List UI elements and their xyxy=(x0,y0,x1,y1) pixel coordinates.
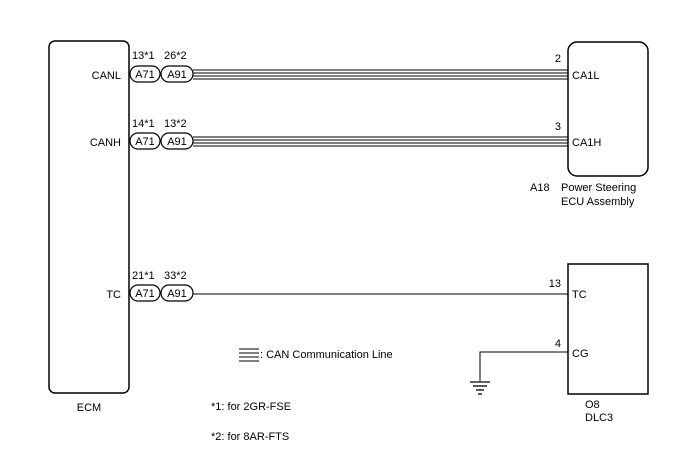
canh-a71-pin: 14*1 xyxy=(132,118,155,130)
note-1: *1: for 2GR-FSE xyxy=(211,401,291,413)
dlc3-pin-13-name: TC xyxy=(572,289,587,301)
tc-a71-connector xyxy=(129,284,161,302)
dlc3-pin-13-number: 13 xyxy=(549,278,561,290)
canl-a71-connector xyxy=(129,65,161,83)
canh-a71-connector xyxy=(129,132,161,150)
ground-icon xyxy=(470,381,490,395)
dlc3-box xyxy=(567,263,649,395)
canl-a91-connector xyxy=(160,65,194,83)
ps-connector-id: A18 xyxy=(530,182,550,194)
ps-pin-3-number: 3 xyxy=(555,121,561,133)
ps-pin-2-name: CA1L xyxy=(572,70,600,82)
ecm-pin-canl: CANL xyxy=(92,70,121,82)
dlc3-pin-4-number: 4 xyxy=(555,338,561,350)
tc-a91-label: A91 xyxy=(167,288,187,300)
ps-pin-3-name: CA1H xyxy=(572,137,601,149)
tc-a71-label: A71 xyxy=(135,288,155,300)
can-line-legend-icon xyxy=(239,348,259,362)
canl-a71-pin: 13*1 xyxy=(132,50,155,62)
canl-can-line xyxy=(193,69,568,80)
ecm-label: ECM xyxy=(77,402,101,414)
ps-name-line1: Power Steering xyxy=(561,182,636,194)
ecm-box xyxy=(48,40,130,394)
canh-can-line xyxy=(193,136,568,147)
ps-name-line2: ECU Assembly xyxy=(561,196,635,208)
tc-a91-connector xyxy=(160,284,194,302)
canh-a71-label: A71 xyxy=(135,136,155,148)
canl-a71-label: A71 xyxy=(135,69,155,81)
dlc3-connector-id: O8 xyxy=(585,399,600,411)
canl-a91-label: A91 xyxy=(167,69,187,81)
ecm-pin-tc: TC xyxy=(106,289,121,301)
can-line-legend-label: : CAN Communication Line xyxy=(260,349,393,361)
canh-a91-pin: 13*2 xyxy=(164,118,187,130)
dlc3-name: DLC3 xyxy=(585,412,613,424)
ps-pin-2-number: 2 xyxy=(555,53,561,65)
ecm-pin-canh: CANH xyxy=(90,137,121,149)
dlc3-pin-4-name: CG xyxy=(572,348,589,360)
tc-a71-pin: 21*1 xyxy=(132,270,155,282)
canh-a91-label: A91 xyxy=(167,136,187,148)
power-steering-ecu-box xyxy=(567,41,649,177)
ground-wire xyxy=(479,351,568,381)
canl-a91-pin: 26*2 xyxy=(164,50,187,62)
canh-a91-connector xyxy=(160,132,194,150)
note-2: *2: for 8AR-FTS xyxy=(211,431,289,443)
tc-a91-pin: 33*2 xyxy=(164,270,187,282)
